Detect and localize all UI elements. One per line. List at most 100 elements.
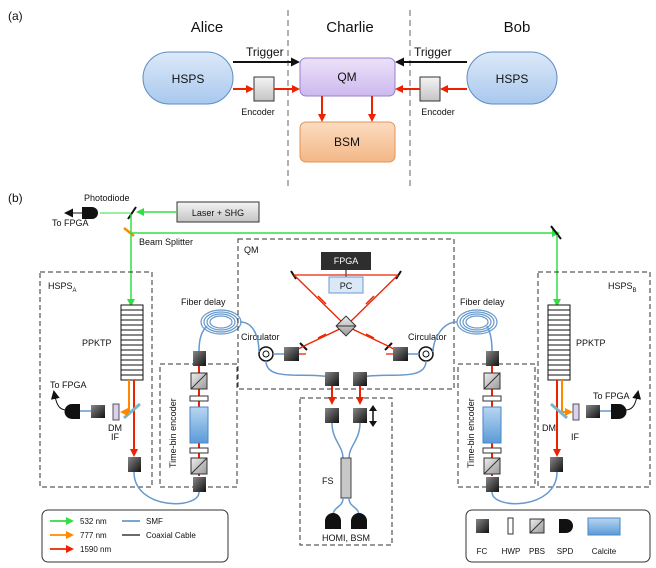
fpga-label: FPGA [334, 256, 359, 266]
pbs-diag-left-bottom [190, 457, 208, 475]
spd-icon-bsm-right [351, 513, 367, 529]
beam-splitter-label: Beam Splitter [139, 237, 193, 247]
dichroic-mirror-right [550, 402, 568, 420]
panel-a-label: (a) [8, 9, 23, 23]
hwp-tbe-left-2 [189, 447, 209, 454]
ppktp-crystal-right [547, 304, 571, 381]
pbs-diag-right-bottom [483, 457, 501, 475]
fiber-coupler-tbe-right-bottom [486, 477, 499, 492]
legend-fc-icon [476, 519, 489, 533]
fiber-coupler-bsm-in-left [325, 372, 339, 386]
trigger-label-left: Trigger [246, 45, 284, 59]
legend-hwp-label: HWP [502, 547, 521, 556]
fiber-coil-to-circulator-left [239, 321, 260, 353]
interference-filter-left [112, 403, 120, 421]
to-fpga-top-label: To FPGA [52, 218, 89, 228]
right-steering-mirror [550, 225, 562, 240]
fiber-delay-left-label: Fiber delay [181, 297, 226, 307]
pc-box [328, 276, 364, 294]
legend-calcite-label: Calcite [592, 547, 617, 556]
charlie-heading: Charlie [326, 19, 374, 36]
alice-heading: Alice [191, 19, 224, 36]
homi-bsm-label: HOMI, BSM [322, 533, 370, 543]
qm-central-pbs [335, 315, 357, 337]
fiber-coupler-hsps-a-out [128, 457, 141, 472]
hsps-b-box [537, 271, 651, 488]
legend-pbs-diag [529, 518, 545, 534]
spd-icon-bsm-left [325, 513, 341, 529]
spd-cable-right [625, 390, 642, 411]
qm-node [299, 57, 396, 97]
circulator-left [258, 346, 274, 362]
hsps-node-left [142, 51, 234, 105]
fiber-coupler-if-left [91, 405, 105, 418]
fiber-hsps-b-to-tbe [491, 471, 558, 505]
if-label-left: IF [111, 432, 120, 442]
laser-shg-label: Laser + SHG [192, 208, 244, 218]
fiber-coupler-qm-left [284, 347, 299, 361]
legend-lines-box [41, 509, 229, 563]
time-bin-encoder-right-label: Time-bin encoder [466, 398, 476, 468]
fiber-coupler-bsm-right [353, 408, 367, 423]
fiber-hsps-a-to-tbe [133, 471, 200, 505]
hsps-node-right-label: HSPS [496, 72, 529, 86]
hsps-b-title: HSPSB [608, 281, 637, 294]
spd-cable-left [50, 390, 67, 411]
qm-box-title: QM [244, 245, 259, 255]
fiber-delay-right-label: Fiber delay [460, 297, 505, 307]
photodiode-label: Photodiode [84, 193, 130, 203]
time-bin-encoder-right-box [457, 363, 536, 488]
qm-mirror-top-right [395, 270, 402, 280]
calcite-tbe-left [189, 406, 209, 444]
time-bin-encoder-left-label: Time-bin encoder [168, 398, 178, 468]
trigger-label-right: Trigger [414, 45, 452, 59]
time-bin-encoder-left-box [159, 363, 238, 488]
fiber-circ-left-to-bsm [265, 360, 331, 378]
pc-label: PC [340, 281, 353, 291]
fiber-delay-coil-left [200, 309, 242, 335]
legend-fc-label: FC [477, 547, 488, 556]
dm-label-left: DM [108, 423, 122, 433]
fiber-coil-to-circulator-right [432, 321, 458, 353]
encoder-box-right [419, 76, 441, 102]
circulator-left-label: Circulator [241, 332, 280, 342]
fiber-coupler-bsm-left [325, 408, 339, 423]
spd-icon-right [611, 404, 627, 419]
legend-coax-label: Coaxial Cable [146, 531, 196, 540]
qm-node-label: QM [337, 70, 356, 84]
encoder-label-left: Encoder [241, 107, 275, 117]
ppktp-label-left: PPKTP [82, 338, 112, 348]
hwp-tbe-right-2 [482, 447, 502, 454]
bsm-node-label: BSM [334, 135, 360, 149]
legend-pbs-label: PBS [529, 547, 545, 556]
circulator-right-label: Circulator [408, 332, 447, 342]
hwp-tbe-right-1 [482, 395, 502, 402]
panel-b-label: (b) [8, 191, 23, 205]
fiber-coupler-tbe-right-top [486, 351, 499, 366]
legend-spd-icon [559, 519, 573, 533]
pickoff-mirror [127, 206, 137, 220]
interference-filter-right [572, 403, 580, 421]
hsps-node-left-label: HSPS [172, 72, 205, 86]
hsps-a-box [39, 271, 153, 488]
encoder-label-right: Encoder [421, 107, 455, 117]
hsps-node-right [466, 51, 558, 105]
if-label-right: IF [571, 432, 580, 442]
ppktp-label-right: PPKTP [576, 338, 606, 348]
fiber-splitter [340, 457, 352, 499]
beam-splitter [123, 227, 135, 237]
bob-heading: Bob [504, 19, 531, 36]
dm-label-right: DM [542, 423, 556, 433]
fpga-box [321, 252, 371, 270]
qm-direction-marks [317, 295, 375, 339]
bsm-node [299, 121, 396, 163]
fiber-coupler-qm-right [393, 347, 408, 361]
pbs-diag-right-top [483, 372, 501, 390]
hsps-a-title: HSPSA [48, 281, 77, 294]
fiber-coupler-tbe-left-bottom [193, 477, 206, 492]
legend-777-label: 777 nm [80, 531, 107, 540]
legend-calcite-icon [587, 517, 621, 536]
delay-stage-arrow [369, 405, 377, 427]
to-fpga-left-label: To FPGA [50, 380, 87, 390]
bsm-box [299, 397, 393, 546]
